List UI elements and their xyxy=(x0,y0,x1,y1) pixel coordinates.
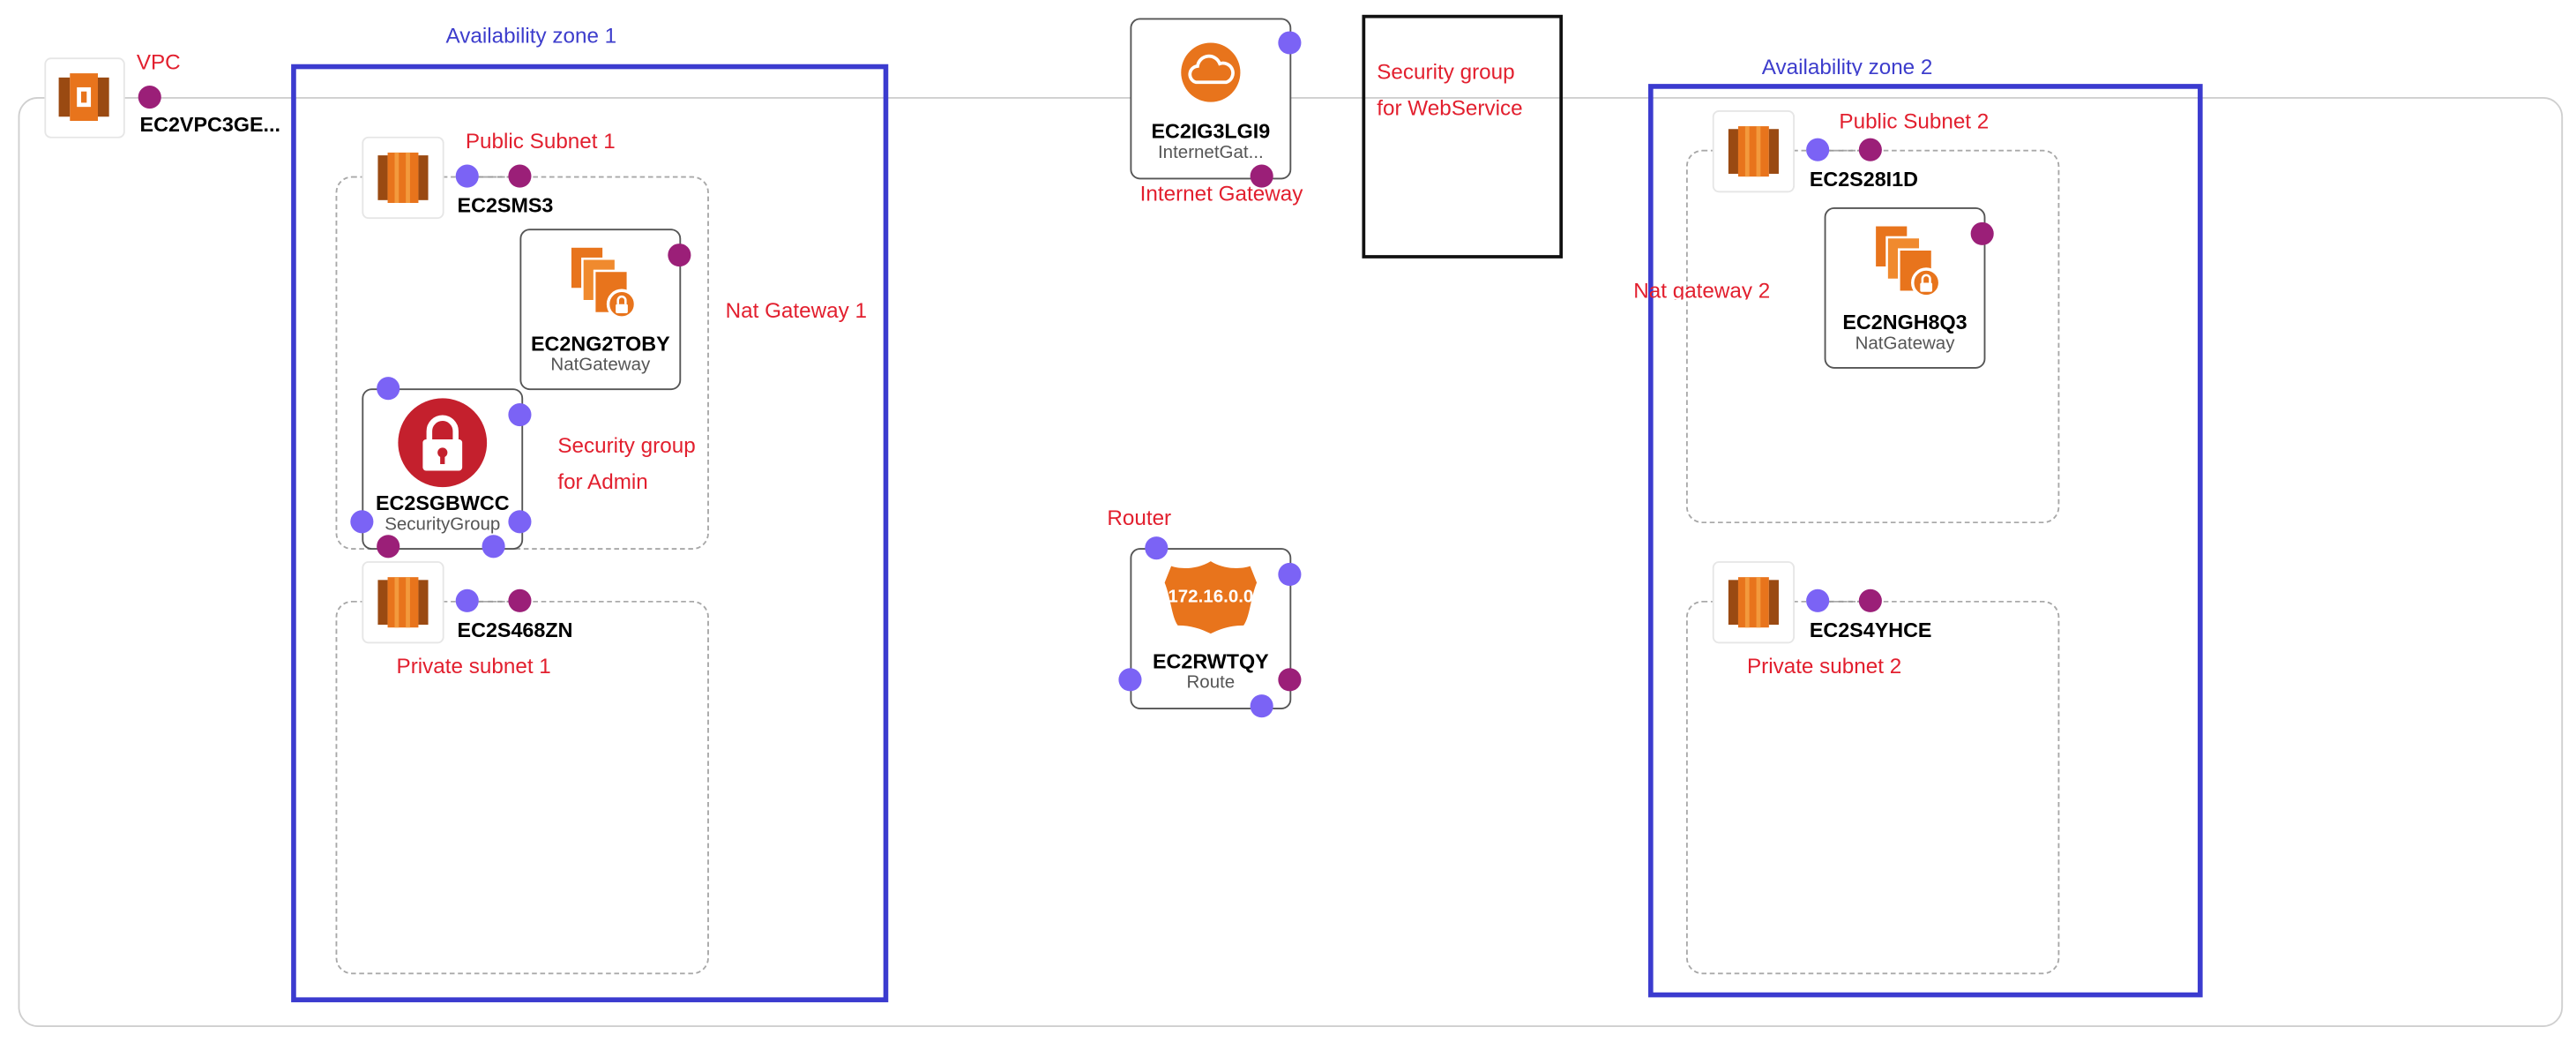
connector-line xyxy=(478,600,512,603)
security-group-webservice-label-1: Security group xyxy=(1377,59,1515,85)
router-port-left[interactable] xyxy=(1118,668,1142,692)
security-group-port-right-bottom[interactable] xyxy=(508,510,532,534)
vpc-node[interactable] xyxy=(44,57,125,139)
router-label: Router xyxy=(1107,505,1172,530)
nat-gateway-2-node-name: EC2NGH8Q3 xyxy=(1842,311,1967,334)
nat-gateway-2-label: Nat gateway 2 xyxy=(1633,278,1771,300)
nat-gateway-1-node-name: EC2NG2TOBY xyxy=(530,332,670,356)
nat-gateway-2-label-clip: Nat gateway 2 xyxy=(1629,274,1794,300)
public-subnet-1-node[interactable] xyxy=(362,136,444,220)
security-group-webservice-box[interactable] xyxy=(1362,14,1564,259)
availability-zone-2 xyxy=(1648,84,2203,998)
private-subnet-1-port-out[interactable] xyxy=(508,588,532,612)
availability-zone-2-label-clip: Availability zone 2 xyxy=(1753,49,1967,76)
vpc-node-name: EC2VPC3GE... xyxy=(139,113,280,137)
vpc-label: VPC xyxy=(136,49,181,74)
nat-gateway-icon xyxy=(564,244,640,319)
nat-gateway-2-node[interactable]: EC2NGH8Q3 NatGateway xyxy=(1824,207,1986,369)
internet-gateway-port-top[interactable] xyxy=(1278,31,1302,55)
router-port-bottom[interactable] xyxy=(1250,694,1273,718)
public-subnet-2-port-out[interactable] xyxy=(1858,138,1882,161)
security-group-node-name: EC2SGBWCC xyxy=(375,491,510,515)
security-group-node[interactable]: EC2SGBWCC SecurityGroup xyxy=(362,388,524,551)
private-subnet-1-label: Private subnet 1 xyxy=(396,653,551,678)
security-group-admin-label-1: Security group xyxy=(557,432,696,458)
security-group-webservice-label-2: for WebService xyxy=(1377,95,1523,121)
public-subnet-1-port-out[interactable] xyxy=(508,164,532,188)
public-subnet-2-node[interactable] xyxy=(1712,109,1796,193)
internet-gateway-node-name: EC2IG3LGI9 xyxy=(1151,120,1271,144)
nat-gateway-2-port[interactable] xyxy=(1970,221,1994,245)
security-group-port-left[interactable] xyxy=(350,510,374,534)
connector-line xyxy=(478,176,512,178)
security-group-node-type: SecurityGroup xyxy=(385,514,501,536)
security-group-port-bottom-right[interactable] xyxy=(482,535,505,558)
internet-gateway-node-type: InternetGat... xyxy=(1157,143,1264,163)
internet-gateway-node[interactable]: EC2IG3LGI9 InternetGat... xyxy=(1130,18,1292,180)
private-subnet-2-node-name: EC2S4YHCE xyxy=(1809,618,1932,642)
connector-line xyxy=(1829,149,1863,152)
vpc-icon xyxy=(56,69,111,124)
public-subnet-1-label: Public Subnet 1 xyxy=(465,128,616,154)
public-subnet-2-label: Public Subnet 2 xyxy=(1839,109,1990,134)
nat-gateway-1-node-type: NatGateway xyxy=(550,355,651,376)
subnet-icon xyxy=(1726,124,1781,179)
nat-gateway-icon xyxy=(1869,222,1945,298)
router-badge: 172.16.0.0 xyxy=(1168,587,1254,608)
internet-gateway-label: Internet Gateway xyxy=(1139,181,1303,206)
security-group-port-bottom-left[interactable] xyxy=(377,535,400,558)
security-group-admin-label-2: for Admin xyxy=(557,469,648,494)
router-port-right-bottom[interactable] xyxy=(1278,668,1302,692)
internet-gateway-port-bottom[interactable] xyxy=(1250,164,1273,188)
private-subnet-2-port-out[interactable] xyxy=(1858,588,1882,612)
subnet-icon xyxy=(375,574,430,630)
private-subnet-1-node-name: EC2S468ZN xyxy=(457,618,573,642)
public-subnet-2-port-in[interactable] xyxy=(1806,138,1830,161)
private-subnet-2-port-in[interactable] xyxy=(1806,588,1830,612)
private-subnet-2-label: Private subnet 2 xyxy=(1746,653,1902,678)
cloud-icon xyxy=(1181,42,1241,102)
availability-zone-2-label: Availability zone 2 xyxy=(1761,54,1933,76)
private-subnet-2-node[interactable] xyxy=(1712,561,1796,644)
nat-gateway-1-node[interactable]: EC2NG2TOBY NatGateway xyxy=(519,229,682,391)
security-group-port-top[interactable] xyxy=(377,377,400,401)
router-port-top[interactable] xyxy=(1145,536,1169,560)
lock-icon xyxy=(398,398,488,488)
router-node-name: EC2RWTQY xyxy=(1152,649,1269,673)
nat-gateway-1-label: Nat Gateway 1 xyxy=(725,297,868,323)
nat-gateway-2-node-type: NatGateway xyxy=(1855,334,1955,355)
router-icon xyxy=(1164,561,1258,634)
connector-line xyxy=(1829,600,1863,603)
public-subnet-2-node-name: EC2S28I1D xyxy=(1809,168,1918,191)
router-port-right-top[interactable] xyxy=(1278,562,1302,587)
private-subnet-1-port-in[interactable] xyxy=(455,588,479,612)
nat-gateway-1-port[interactable] xyxy=(668,244,691,267)
public-subnet-1-port-in[interactable] xyxy=(455,164,479,188)
router-node-type: Route xyxy=(1186,672,1236,693)
public-subnet-1-node-name: EC2SMS3 xyxy=(457,194,554,218)
availability-zone-1-label: Availability zone 1 xyxy=(445,23,617,49)
private-subnet-1-node[interactable] xyxy=(362,561,444,644)
router-node[interactable]: 172.16.0.0 EC2RWTQY Route xyxy=(1130,548,1292,709)
subnet-icon xyxy=(375,150,430,206)
vpc-port[interactable] xyxy=(138,85,161,109)
security-group-port-right-top[interactable] xyxy=(508,402,532,427)
subnet-icon xyxy=(1726,574,1781,630)
availability-zone-1 xyxy=(291,64,889,1002)
